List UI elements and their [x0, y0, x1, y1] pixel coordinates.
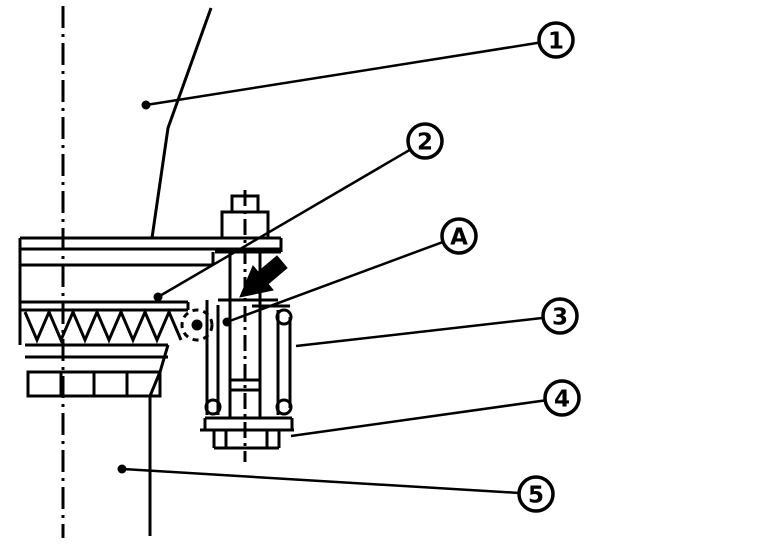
callout-1: 1 — [141, 21, 575, 110]
callout-A-leader-line — [226, 240, 444, 324]
callout-5-leader-line — [121, 467, 520, 495]
callout-4-label: 4 — [554, 386, 570, 412]
callout-5-balloon — [517, 475, 555, 513]
callout-A-label: A — [450, 224, 468, 250]
segment-boxes — [26, 370, 162, 398]
callout-5: 5 — [117, 464, 555, 513]
bolt-bottom-nut — [200, 416, 294, 450]
callout-4-balloon — [543, 379, 581, 417]
callout-1-leader-dot — [141, 100, 151, 110]
callout-4: 4 — [290, 379, 581, 438]
callout-4-leader-line — [290, 399, 546, 438]
callout-2-label: 2 — [417, 129, 433, 155]
callout-5-label: 5 — [528, 482, 544, 508]
spline-teeth — [23, 308, 183, 344]
callout-2-leader-dot — [153, 292, 163, 302]
grease-fitting — [220, 194, 270, 238]
direction-arrow-icon — [239, 255, 288, 298]
detail-a-marker — [180, 308, 214, 342]
callout-2-leader-line — [157, 148, 411, 299]
callout-1-balloon — [537, 21, 575, 59]
callouts-layer: 1 2A 3 4 5 — [117, 21, 581, 513]
callout-A-balloon — [440, 217, 478, 255]
callout-1-leader-line — [145, 41, 540, 107]
housing-outline — [18, 7, 283, 536]
callout-A: A — [222, 217, 478, 327]
callout-2: 2 — [153, 122, 444, 302]
callout-2-balloon — [406, 122, 444, 160]
callout-3-balloon — [541, 297, 579, 335]
callout-3-label: 3 — [552, 304, 568, 330]
callout-3: 3 — [295, 297, 579, 348]
callout-1-label: 1 — [548, 28, 564, 54]
callout-5-leader-dot — [117, 464, 127, 474]
callout-A-leader-dot — [222, 317, 232, 327]
callout-3-leader-line — [295, 316, 544, 348]
detail-a-center-dot — [191, 319, 203, 331]
